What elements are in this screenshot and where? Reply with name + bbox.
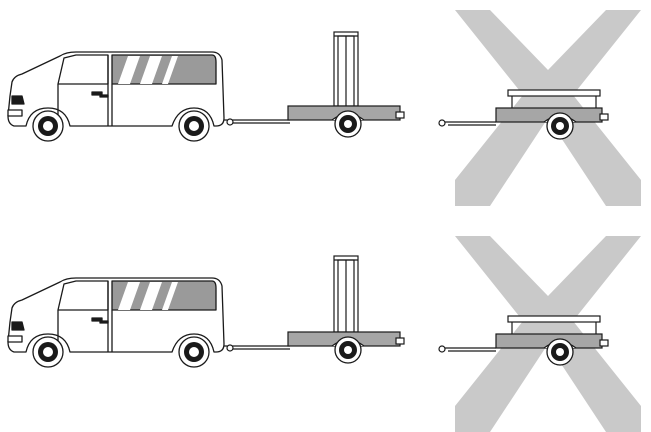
hitched-trailer-wheel [335, 337, 361, 363]
van-rear-wheel [179, 337, 209, 367]
hitched-trailer [224, 256, 404, 351]
scene-top-drawing [0, 0, 651, 216]
hitched-trailer [224, 32, 404, 125]
detached-trailer-wheel [547, 113, 573, 139]
scene-bottom-drawing [0, 216, 651, 432]
detached-trailer [439, 316, 608, 352]
detached-trailer [439, 90, 608, 126]
van-rear-wheel [179, 111, 209, 141]
van-front-wheel [33, 337, 63, 367]
van-front-wheel [33, 111, 63, 141]
scene-bottom [0, 216, 651, 432]
detached-trailer-wheel [547, 339, 573, 365]
hitched-trailer-wheel [335, 111, 361, 137]
scene-top [0, 0, 651, 216]
